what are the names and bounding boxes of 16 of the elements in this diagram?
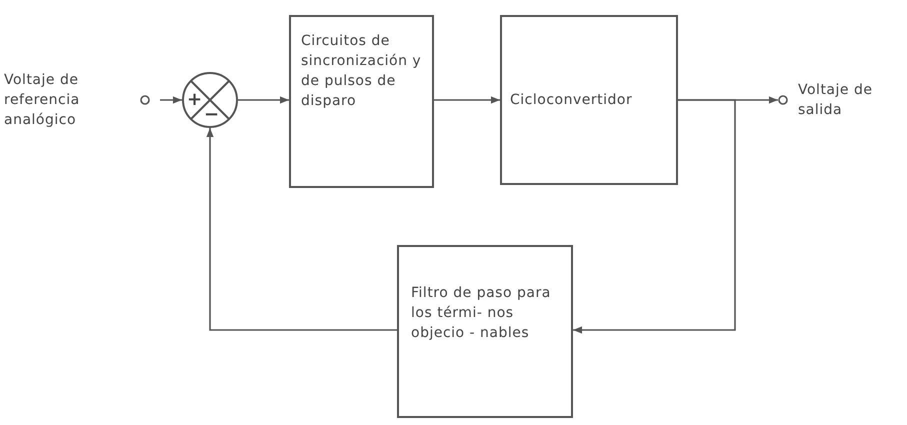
arrow	[206, 128, 397, 331]
arrow	[434, 96, 500, 104]
signal-label: Voltaje de referencia analógico	[4, 71, 81, 130]
block-label: Cicloconvertidor	[510, 91, 632, 110]
arrow	[238, 96, 289, 104]
arrow	[573, 99, 736, 334]
minus-sign: −	[204, 106, 220, 124]
summing-junction	[182, 72, 238, 128]
process-box	[397, 245, 573, 418]
block-label: Filtro de paso para los térmi- nos objecio - nables	[411, 284, 552, 343]
signal-label: Voltaje de salida	[798, 81, 874, 120]
process-box	[289, 15, 434, 188]
arrow	[160, 96, 182, 104]
plus-sign: +	[187, 91, 202, 109]
block-label: Circuitos de sincronización y de pulsos de disparo	[301, 32, 422, 111]
process-box	[500, 15, 678, 185]
